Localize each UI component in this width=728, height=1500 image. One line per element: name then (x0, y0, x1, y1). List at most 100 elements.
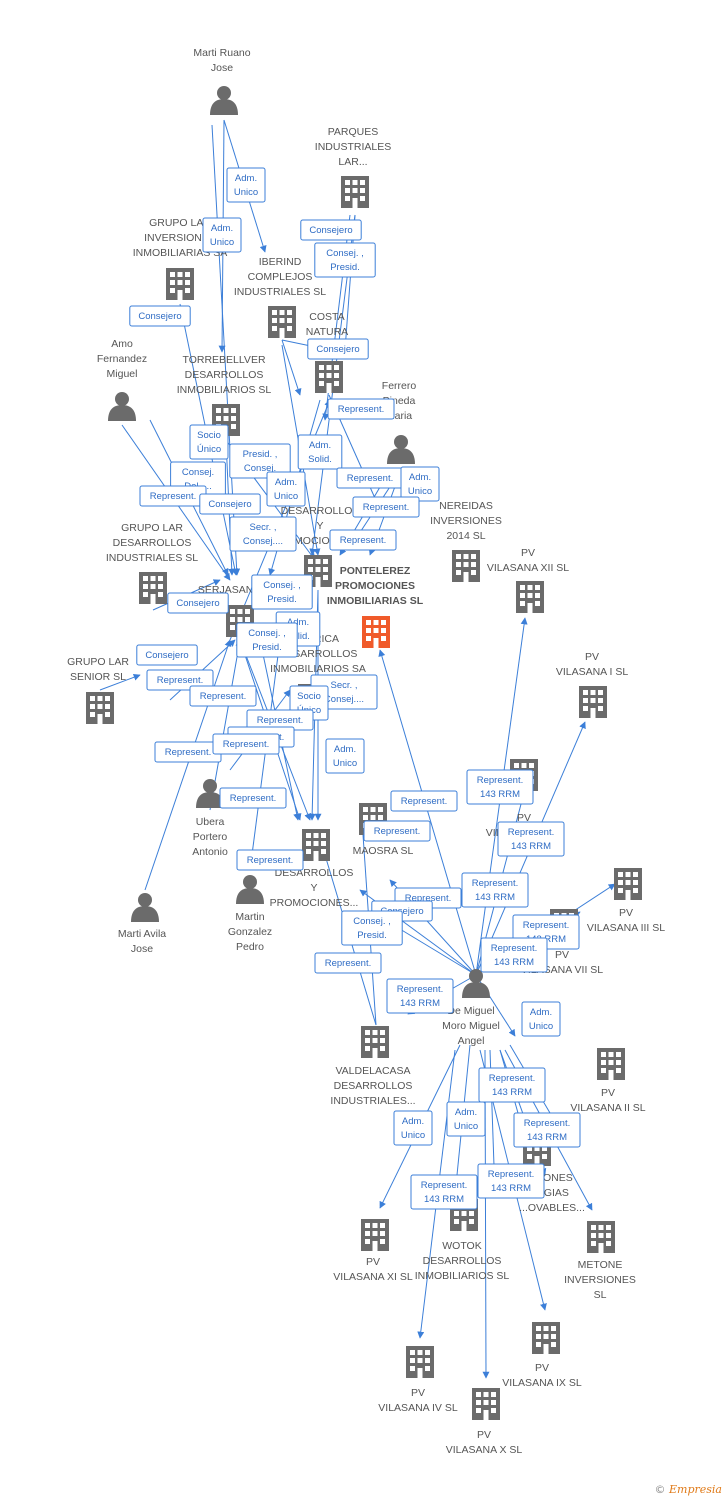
node-metone[interactable]: METONE INVERSIONES SL (564, 1221, 636, 1301)
relation-label-box[interactable]: Represent. (314, 952, 382, 974)
node-label-line[interactable]: GRUPO LAR (121, 522, 183, 534)
company-building-icon[interactable] (614, 868, 642, 900)
node-label-line[interactable]: DESARROLLOS (281, 505, 360, 517)
node-label-line[interactable]: Marti Ruano (193, 47, 250, 59)
relation-label-box[interactable]: Represent. (212, 733, 280, 755)
company-building-icon[interactable] (587, 1221, 615, 1253)
node-label-line[interactable]: COMPLEJOS (248, 271, 313, 283)
relation-label-box[interactable]: Represent. (363, 820, 431, 842)
company-building-icon[interactable] (361, 1026, 389, 1058)
node-label-line[interactable]: LAR... (338, 156, 367, 168)
relation-label-box[interactable]: Consejero (307, 338, 369, 360)
relation-label-box[interactable]: Represent. (236, 849, 304, 871)
node-label-line[interactable]: Marti Avila (118, 928, 166, 940)
node-label-line[interactable]: VILASANA II SL (570, 1102, 645, 1114)
person-icon[interactable] (387, 435, 415, 464)
relation-label-box[interactable]: Adm.Unico (393, 1110, 433, 1146)
node-label-line[interactable]: PV (477, 1429, 491, 1441)
relation-label-box[interactable]: Represent.143 RRM (497, 821, 565, 857)
relation-label-box[interactable]: Consej. ,Presid. (341, 910, 403, 946)
node-label-line[interactable]: GRUPO LAR (67, 656, 129, 668)
person-icon[interactable] (131, 893, 159, 922)
relation-label-box[interactable]: Represent.143 RRM (480, 937, 548, 973)
company-building-icon[interactable] (86, 692, 114, 724)
relation-label-box[interactable]: Consej. ,Presid. (236, 622, 298, 658)
node-label-line[interactable]: PROMOCIONES... (270, 897, 359, 909)
node-label-line[interactable]: Fernandez (97, 353, 147, 365)
node-label-line[interactable]: PV (411, 1387, 425, 1399)
relation-label-box[interactable]: Adm.Unico (202, 217, 242, 253)
node-label-line[interactable]: Amo (111, 338, 133, 350)
node-label-line[interactable]: MAOSRA SL (353, 845, 414, 857)
node-label-line[interactable]: SL (594, 1289, 607, 1301)
node-label-line[interactable]: Ferrero (382, 380, 417, 392)
node-label-line[interactable]: Moro Miguel (442, 1020, 500, 1032)
node-label-line[interactable]: INDUSTRIALES SL (106, 552, 198, 564)
relation-label-box[interactable]: Consej. ,Presid. (251, 574, 313, 610)
node-label-line[interactable]: VILASANA I SL (556, 666, 629, 678)
relation-label-box[interactable]: Adm.Unico (266, 471, 306, 507)
company-building-icon[interactable] (452, 550, 480, 582)
relation-label-box[interactable]: Consejero (136, 644, 198, 666)
relation-label-box[interactable]: Represent. (336, 467, 404, 489)
company-building-icon[interactable] (532, 1322, 560, 1354)
relation-label-box[interactable]: Presid. ,Consej. (229, 443, 291, 479)
node-label-line[interactable]: GRUPO LAR (149, 217, 211, 229)
node-label-line[interactable]: VILASANA XII SL (487, 562, 569, 574)
node-label-line[interactable]: PV (517, 812, 531, 824)
node-label-line[interactable]: INVERSIONES (564, 1274, 636, 1286)
relation-label-box[interactable]: Adm.Unico (325, 738, 365, 774)
node-label-line[interactable]: DESARROLLOS (334, 1080, 413, 1092)
node-label-line[interactable]: PARQUES (328, 126, 379, 138)
node-label-line[interactable]: PV (535, 1362, 549, 1374)
node-label-line[interactable]: NEREIDAS (439, 500, 493, 512)
company-building-icon[interactable] (139, 572, 167, 604)
relation-label-box[interactable]: Represent. (146, 669, 214, 691)
node-label-line[interactable]: DESARROLLOS (185, 369, 264, 381)
node-label-line[interactable]: 2014 SL (446, 530, 485, 542)
node-label-line[interactable]: METONE (578, 1259, 623, 1271)
company-building-icon[interactable] (406, 1346, 434, 1378)
node-label-line[interactable]: INVERSIONES (430, 515, 502, 527)
node-label-line[interactable]: PV (555, 949, 569, 961)
node-label-line[interactable]: ...OVABLES... (519, 1202, 585, 1214)
node-label-line[interactable]: PONTELEREZ (340, 565, 411, 577)
node-label-line[interactable]: VILASANA IV SL (378, 1402, 458, 1414)
node-label-line[interactable]: TORREBELLVER (182, 354, 265, 366)
company-building-icon[interactable] (361, 1219, 389, 1251)
node-label-line[interactable]: WOTOK (442, 1240, 481, 1252)
person-icon[interactable] (108, 392, 136, 421)
relation-label-box[interactable]: Consejero (167, 592, 229, 614)
node-label-line[interactable]: Pedro (236, 941, 264, 953)
relation-label-box[interactable]: Represent. (189, 685, 257, 707)
company-building-icon[interactable] (315, 361, 343, 393)
node-pv-x[interactable]: PV VILASANA X SL (446, 1388, 523, 1456)
node-label-line[interactable]: PV (619, 907, 633, 919)
node-label-line[interactable]: INVERSIONES (144, 232, 216, 244)
person-icon[interactable] (462, 969, 490, 998)
node-maosra[interactable]: MAOSRA SL (353, 803, 414, 857)
relation-label-box[interactable]: Represent. (329, 529, 397, 551)
relation-label-box[interactable]: Represent.143 RRM (477, 1163, 545, 1199)
company-building-icon[interactable] (166, 268, 194, 300)
node-label-line[interactable]: VILASANA X SL (446, 1444, 523, 1456)
node-label-line[interactable]: PV (521, 547, 535, 559)
relation-label-box[interactable]: Adm.Unico (226, 167, 266, 203)
node-label-line[interactable]: Gonzalez (228, 926, 272, 938)
node-label-line[interactable]: INMOBILIARIOS SL (177, 384, 272, 396)
relation-label-box[interactable]: Represent. (327, 398, 395, 420)
